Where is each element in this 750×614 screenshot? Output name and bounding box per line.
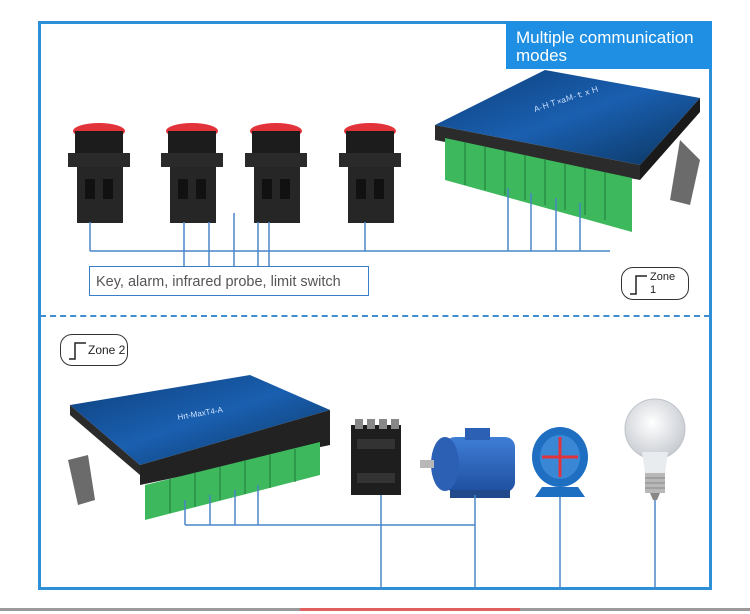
title-banner: Multiple communication modes (506, 22, 712, 69)
push-button-4 (339, 123, 401, 223)
zone1-badge-line2: 1 (650, 284, 657, 296)
diagram-frame (38, 21, 712, 590)
push-button-1 (68, 123, 130, 223)
light-bulb (624, 398, 686, 500)
zone1-badge-line1: Zone (650, 271, 676, 283)
io-module-zone2: Hrt-MaxT4-A (68, 375, 330, 520)
zone-divider (40, 315, 710, 317)
push-button-3 (245, 123, 307, 223)
pulse-icon (630, 275, 647, 295)
bottom-accent (300, 608, 520, 611)
push-button-2 (161, 123, 223, 223)
wires-zone1 (89, 188, 610, 266)
zone1-badge: Zone 1 (621, 267, 689, 300)
wires-zone2 (184, 485, 656, 590)
zone2-badge-label: Zone 2 (88, 343, 126, 357)
zone2-badge: Zone 2 (60, 334, 128, 366)
io-module-zone1: A-ＨＴ×aＭ-ｔｘＨ (435, 70, 700, 232)
fan (532, 427, 588, 497)
motor (420, 428, 515, 498)
relay (351, 419, 401, 495)
title-line-1: Multiple communication (516, 28, 694, 47)
title-line-2: modes (516, 46, 568, 65)
pulse-icon (69, 342, 86, 360)
zone1-caption: Key, alarm, infrared probe, limit switch (89, 266, 369, 296)
